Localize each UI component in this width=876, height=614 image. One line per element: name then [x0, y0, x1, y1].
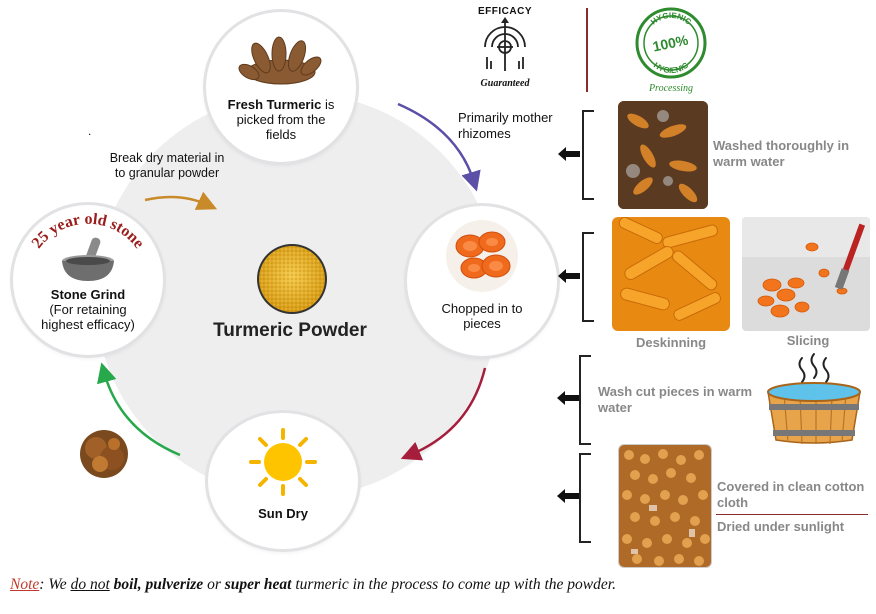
stone-title: Stone Grind — [50, 287, 126, 302]
deskinning-label: Deskinning — [635, 335, 707, 350]
hygienic-badge: HYGIENIC 100% HYGIENIC Processing — [630, 6, 712, 96]
left-arrow-icon — [558, 147, 580, 161]
fresh-desc: is picked from the fields — [236, 97, 335, 142]
bracket-dry — [579, 453, 591, 543]
chopped-turmeric-image — [446, 220, 518, 292]
slicing-image — [742, 217, 870, 331]
dried-label: Dried under sunlight — [717, 519, 845, 534]
note-label: Note — [10, 576, 40, 593]
turmeric-root-image — [238, 36, 322, 85]
sundry-node: Sun Dry — [208, 413, 358, 549]
target-icon — [484, 17, 526, 71]
hygienic-stamp-icon: HYGIENIC 100% HYGIENIC — [635, 7, 707, 79]
hygienic-sub: Processing — [648, 83, 694, 94]
mortar-pestle-image — [62, 237, 114, 281]
fresh-title: Fresh Turmeric — [227, 97, 322, 112]
efficacy-title: EFFICACY — [478, 6, 532, 17]
drying-image — [618, 444, 712, 568]
slicing-label: Slicing — [786, 333, 830, 348]
stone-arc-title: 25 year old stone — [29, 211, 148, 252]
badge-divider — [586, 8, 588, 92]
bracket-wash-cut — [579, 355, 591, 445]
note-do-not: do not — [70, 576, 110, 593]
sundry-label: Sun Dry — [258, 506, 308, 521]
svg-text:100%: 100% — [651, 31, 690, 54]
chopped-node: Chopped in to pieces — [407, 206, 557, 356]
fresh-turmeric-node: Fresh Turmeric is picked from the fields — [206, 12, 356, 162]
deskinning-image — [612, 217, 730, 331]
dry-divider — [716, 514, 868, 515]
wooden-tub-icon — [767, 353, 861, 445]
break-note: Break dry material in to granular powder — [109, 151, 225, 180]
covered-label: Covered in clean cotton cloth — [717, 479, 865, 510]
turmeric-powder-image — [255, 242, 329, 316]
rhizome-note: Primarily mother rhizomes — [458, 110, 553, 141]
stone-desc: (For retaining highest efficacy) — [41, 302, 135, 332]
efficacy-badge: EFFICACY Guaranteed — [468, 6, 542, 96]
left-arrow-icon — [557, 391, 579, 405]
sun-icon — [249, 428, 317, 496]
stray-dot: . — [88, 124, 92, 138]
washed-image — [618, 101, 708, 209]
stone-grind-node: 25 year old stone Stone Grind (For retai… — [13, 205, 163, 355]
footer-note: Note: We do not boil, pulverize or super… — [10, 576, 616, 593]
wash-cut-label: Wash cut pieces in warm water — [598, 384, 753, 415]
center-title: Turmeric Powder — [213, 320, 367, 341]
left-arrow-icon — [558, 269, 580, 283]
bracket-washed — [582, 110, 594, 200]
chopped-label: Chopped in to pieces — [441, 301, 523, 331]
svg-text:HYGIENIC: HYGIENIC — [652, 61, 690, 76]
bracket-deskin — [582, 232, 594, 322]
left-arrow-icon — [557, 489, 579, 503]
efficacy-sub: Guaranteed — [480, 78, 530, 89]
washed-label: Washed thoroughly in warm water — [713, 138, 850, 169]
dried-turmeric-image — [80, 430, 128, 478]
